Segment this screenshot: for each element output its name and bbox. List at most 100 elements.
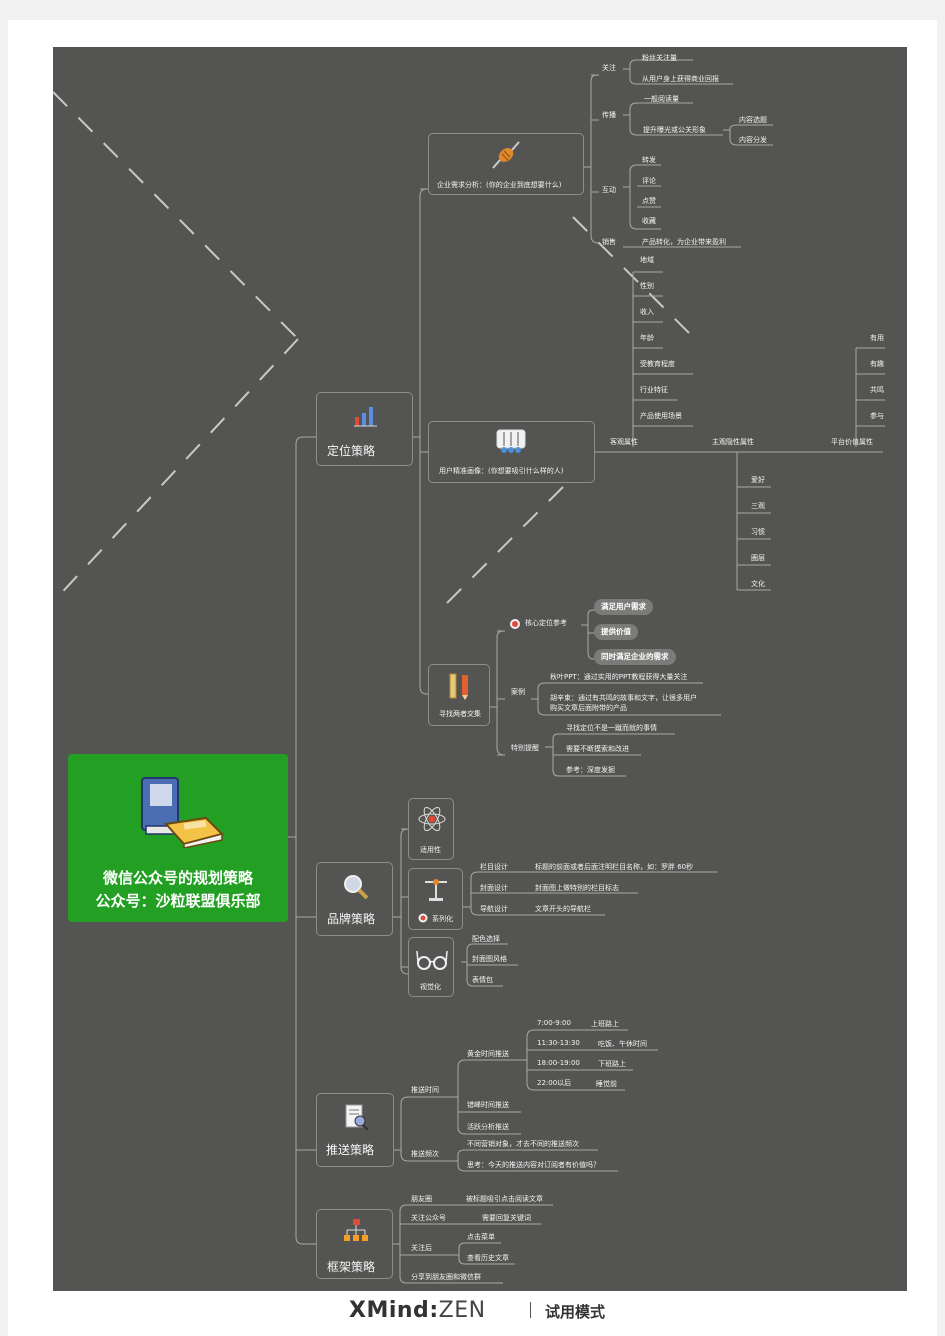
topic-qiye[interactable]: 企业需求分析：(你的企业到底想要什么) — [428, 133, 584, 195]
qiye-chuanbo-sub[interactable]: 内容选题 — [739, 116, 767, 124]
keguan-item[interactable]: 收入 — [640, 308, 654, 316]
pinci-item[interactable]: 思考：今天的推送内容对订阅者有价值吗？ — [467, 1161, 600, 1169]
kuangjia-after[interactable]: 查看历史文章 — [467, 1254, 509, 1262]
zhuguan-item[interactable]: 三观 — [751, 502, 765, 510]
qiye-hudong-item[interactable]: 收藏 — [642, 217, 656, 225]
branch-pinpai[interactable]: 品牌策略 — [316, 862, 393, 936]
tebie-item[interactable]: 参考：深度发掘 — [566, 766, 615, 774]
xilie-key[interactable]: 栏目设计 — [480, 863, 508, 871]
anli-item[interactable]: 秋叶PPT：通过实用的PPT教程获得大量关注 — [550, 673, 688, 681]
tebie-item[interactable]: 寻找定位不是一蹴而就的事情 — [566, 724, 657, 732]
topic-label: 寻找两者交集 — [439, 710, 481, 718]
shijue-item[interactable]: 配色选择 — [472, 935, 500, 943]
huangjin-time[interactable]: 7:00-9:00 — [537, 1019, 571, 1027]
hexin-pill[interactable]: 满足用户需求 — [594, 599, 653, 615]
zhuguan-item[interactable]: 文化 — [751, 580, 765, 588]
keguan-item[interactable]: 性别 — [640, 282, 654, 290]
pingtai-item[interactable]: 参与 — [870, 412, 884, 420]
shijian-huangjin[interactable]: 黄金时间推送 — [467, 1050, 509, 1058]
tuisong-shijian[interactable]: 推送时间 — [411, 1086, 439, 1094]
yonghu-keguan[interactable]: 客观属性 — [610, 438, 638, 446]
shijian-item[interactable]: 活跃分析推送 — [467, 1123, 509, 1131]
tuisong-pinci[interactable]: 推送频次 — [411, 1150, 439, 1158]
branch-tuisong[interactable]: 推送策略 — [316, 1093, 394, 1167]
document-search-icon — [345, 1104, 369, 1131]
qiye-xiaoshou[interactable]: 销售 — [602, 238, 616, 246]
qiye-hudong-item[interactable]: 评论 — [642, 177, 656, 185]
kuangjia-row-key[interactable]: 关注后 — [411, 1244, 432, 1252]
pencil-ruler-icon — [449, 673, 468, 700]
huangjin-time[interactable]: 22:00以后 — [537, 1079, 572, 1087]
tebie-item[interactable]: 需要不断摸索和改进 — [566, 745, 629, 753]
branch-label: 框架策略 — [327, 1260, 376, 1274]
xunzhao-anli[interactable]: 案例 — [511, 688, 525, 696]
qiye-hudong-item[interactable]: 点赞 — [642, 197, 656, 205]
kuangjia-row-key[interactable]: 关注公众号 — [411, 1214, 446, 1222]
candy-icon — [492, 141, 520, 169]
keguan-item[interactable]: 年龄 — [640, 334, 654, 342]
xilie-value[interactable]: 封面图上做特别的栏目标志 — [535, 884, 619, 892]
target-icon — [418, 913, 428, 923]
qiye-guanzhu-item[interactable]: 从用户身上获得商业回报 — [642, 75, 719, 83]
mindmap-canvas[interactable]: 微信公众号的规划策略 公众号：沙粒联盟俱乐部 定位策略 品牌策略 推送策略 框架… — [53, 47, 907, 1291]
zhuguan-item[interactable]: 习惯 — [751, 528, 765, 536]
yonghu-zhuguan[interactable]: 主观隐性属性 — [712, 438, 754, 446]
qiye-guanzhu-item[interactable]: 粉丝关注量 — [642, 54, 677, 62]
connector-lines — [53, 59, 885, 1284]
topic-shijue[interactable]: 视觉化 — [408, 937, 454, 997]
shijue-item[interactable]: 表情包 — [472, 976, 493, 984]
topic-xunzhao[interactable]: 寻找两者交集 — [428, 664, 490, 726]
huangjin-desc[interactable]: 吃饭、午休时间 — [598, 1040, 647, 1048]
xilie-value[interactable]: 标题的前面或者后面注明栏目名称，如：罗胖 60秒 — [535, 863, 694, 871]
kuangjia-after[interactable]: 点击菜单 — [467, 1233, 495, 1241]
keguan-item[interactable]: 行业特征 — [640, 386, 668, 394]
huangjin-time[interactable]: 18:00-19:00 — [537, 1059, 580, 1067]
kuangjia-row-key[interactable]: 朋友圈 — [411, 1195, 432, 1203]
pinci-item[interactable]: 不同营销对象，才去不同的推送频次 — [467, 1140, 579, 1148]
pingtai-item[interactable]: 有用 — [870, 334, 884, 342]
zhuguan-item[interactable]: 爱好 — [751, 476, 765, 484]
hexin-pill[interactable]: 同时满足企业的需求 — [594, 649, 676, 665]
qiye-chuanbo-item[interactable]: 一般阅读量 — [644, 95, 679, 103]
topic-label: 适用性 — [420, 846, 441, 854]
shijian-item[interactable]: 错峰时间推送 — [467, 1101, 509, 1109]
kuangjia-row-key[interactable]: 分享到朋友圈和微信群 — [411, 1273, 481, 1281]
pingtai-item[interactable]: 有趣 — [870, 360, 884, 368]
qiye-chuanbo[interactable]: 传播 — [602, 111, 616, 119]
hierarchy-icon — [344, 1219, 368, 1241]
anli-item-cont: 购买文章后面附带的产品 — [550, 704, 627, 712]
kuangjia-row-value[interactable]: 被标题吸引点击阅读文章 — [466, 1195, 543, 1203]
topic-xilie[interactable]: 系列化 — [408, 868, 463, 930]
qiye-chuanbo-sub[interactable]: 内容分发 — [739, 136, 767, 144]
pingtai-item[interactable]: 共鸣 — [870, 386, 884, 394]
huangjin-time[interactable]: 11:30-13:30 — [537, 1039, 580, 1047]
qiye-xiaoshou-item[interactable]: 产品转化，为企业带来盈利 — [642, 238, 726, 246]
topic-yonghu[interactable]: 用户精准画像：(你想要吸引什么样的人) — [428, 421, 595, 483]
qiye-hudong[interactable]: 互动 — [602, 186, 616, 194]
root-title-line2: 公众号：沙粒联盟俱乐部 — [95, 892, 261, 910]
huangjin-desc[interactable]: 下班路上 — [598, 1060, 626, 1068]
hexin-pill[interactable]: 提供价值 — [594, 624, 638, 640]
xunzhao-tebie[interactable]: 特别提醒 — [511, 744, 539, 752]
huangjin-desc[interactable]: 上班路上 — [591, 1020, 619, 1028]
xilie-key[interactable]: 封面设计 — [480, 884, 508, 892]
qiye-chuanbo-item[interactable]: 提升曝光或公关形象 — [643, 126, 706, 134]
qiye-guanzhu[interactable]: 关注 — [602, 64, 616, 72]
zhuguan-item[interactable]: 圈层 — [751, 554, 765, 562]
branch-dingwei[interactable]: 定位策略 — [316, 392, 413, 466]
keguan-item[interactable]: 受教育程度 — [640, 360, 675, 368]
kuangjia-row-value[interactable]: 需要回复关键词 — [482, 1214, 531, 1222]
xilie-value[interactable]: 文章开头的导航栏 — [535, 905, 591, 913]
topic-shiyong[interactable]: 适用性 — [408, 798, 454, 860]
branch-kuangjia[interactable]: 框架策略 — [316, 1209, 393, 1279]
xilie-key[interactable]: 导航设计 — [480, 905, 508, 913]
huangjin-desc[interactable]: 睡觉前 — [596, 1080, 617, 1088]
shijue-item[interactable]: 封面图风格 — [472, 955, 507, 963]
xunzhao-hexin[interactable]: 核心定位参考 — [525, 619, 567, 627]
keguan-item[interactable]: 地域 — [640, 256, 654, 264]
yonghu-pingtai[interactable]: 平台价值属性 — [831, 438, 873, 446]
keguan-item[interactable]: 产品使用场景 — [640, 412, 682, 420]
qiye-hudong-item[interactable]: 转发 — [642, 156, 656, 164]
anli-item[interactable]: 胡辛束：通过有共鸣的故事和文字，让很多用户 — [550, 694, 697, 702]
root-topic[interactable]: 微信公众号的规划策略 公众号：沙粒联盟俱乐部 — [68, 754, 288, 922]
